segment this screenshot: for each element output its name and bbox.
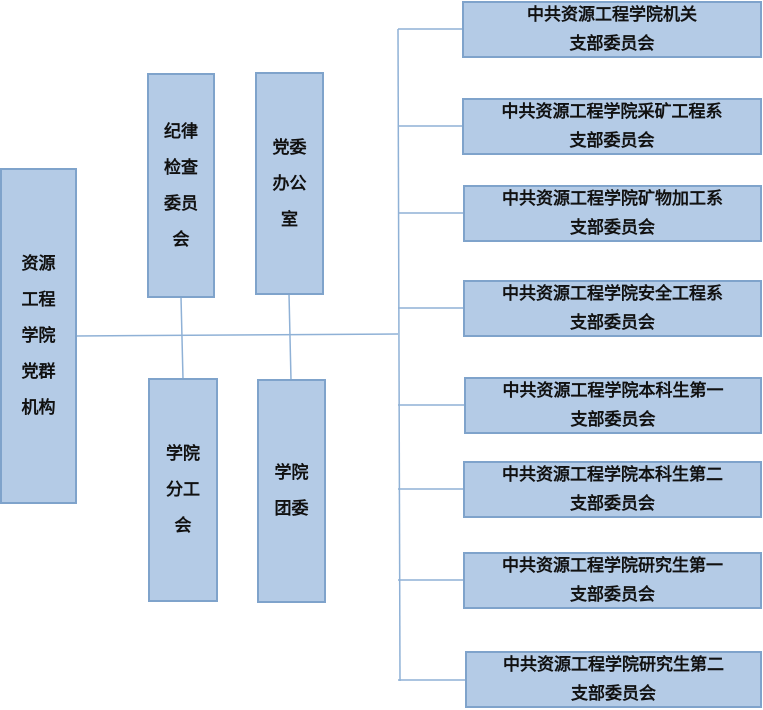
branch-4-line1: 中共资源工程学院安全工程系 [502, 283, 723, 304]
union-label: 学院分工会 [166, 444, 200, 536]
branch-node-5: 中共资源工程学院本科生第一 支部委员会 [464, 377, 762, 434]
branch-1-line1: 中共资源工程学院机关 [527, 4, 697, 25]
branch-node-2: 中共资源工程学院采矿工程系 支部委员会 [462, 98, 762, 155]
main-connector [75, 333, 399, 337]
branch-8-line2: 支部委员会 [571, 683, 656, 704]
branch-8-line1: 中共资源工程学院研究生第二 [503, 654, 724, 675]
branch-trunk [397, 28, 401, 682]
discipline-union-connector [180, 296, 184, 380]
discipline-committee-label: 纪律检查委员会 [164, 121, 198, 250]
branch-4-line2: 支部委员会 [570, 312, 655, 333]
root-label: 资源工程学院党群机构 [21, 254, 56, 418]
branch-node-7: 中共资源工程学院研究生第一 支部委员会 [463, 552, 762, 609]
branch-2-line1: 中共资源工程学院采矿工程系 [501, 101, 723, 122]
branch-7-line2: 支部委员会 [570, 584, 655, 605]
branch-5-line2: 支部委员会 [570, 409, 656, 430]
youth-league-label: 学院团委 [274, 463, 309, 519]
union-node: 学院分工会 [148, 378, 218, 602]
branch-node-1: 中共资源工程学院机关 支部委员会 [462, 1, 762, 58]
branch-node-6: 中共资源工程学院本科生第二 支部委员会 [463, 461, 762, 518]
youth-league-node: 学院团委 [257, 379, 326, 603]
branch-3-line1: 中共资源工程学院矿物加工系 [502, 188, 723, 209]
branch-node-3: 中共资源工程学院矿物加工系 支部委员会 [463, 185, 762, 242]
branch-3-line2: 支部委员会 [570, 217, 655, 238]
branch-node-4: 中共资源工程学院安全工程系 支部委员会 [463, 280, 762, 337]
branch-6-line2: 支部委员会 [570, 493, 655, 514]
root-node: 资源工程学院党群机构 [0, 168, 77, 504]
party-office-label: 党委办公室 [272, 137, 307, 230]
discipline-committee-node: 纪律检查委员会 [147, 73, 215, 298]
branch-7-line1: 中共资源工程学院研究生第一 [502, 555, 723, 576]
party-office-node: 党委办公室 [255, 72, 324, 295]
branch-2-line2: 支部委员会 [569, 130, 655, 151]
branch-6-line1: 中共资源工程学院本科生第二 [502, 464, 723, 485]
branch-1-line2: 支部委员会 [569, 33, 655, 54]
office-youth-connector [288, 293, 292, 381]
branch-node-8: 中共资源工程学院研究生第二 支部委员会 [465, 651, 762, 708]
branch-5-line1: 中共资源工程学院本科生第一 [502, 380, 724, 401]
